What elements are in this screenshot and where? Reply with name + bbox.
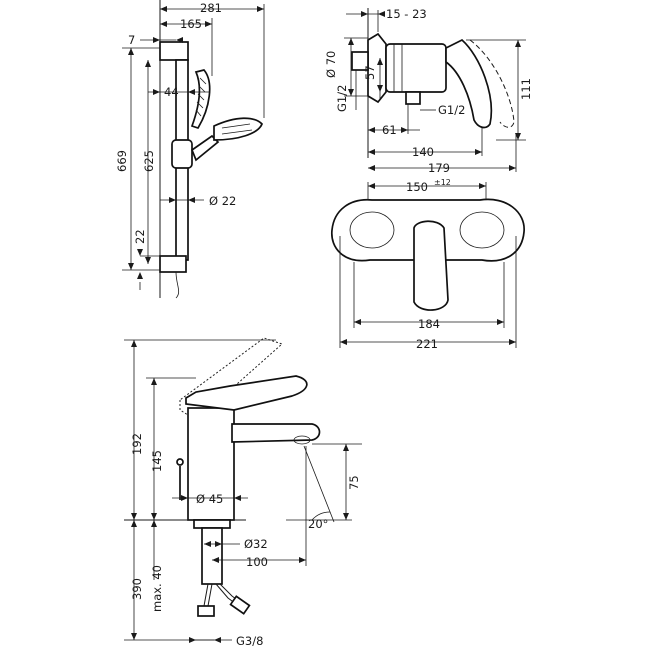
- dim-100: 100: [246, 555, 268, 569]
- mixer-handle: [445, 38, 493, 129]
- dim-179: 179: [428, 161, 450, 175]
- dim-61: 61: [382, 123, 397, 137]
- dim-111: 111: [519, 78, 533, 100]
- dim-140: 140: [412, 145, 434, 159]
- dim-625: 625: [142, 150, 156, 172]
- outlet-connector: [405, 91, 421, 105]
- dim-spout-angle: 20°: [308, 517, 328, 531]
- basin-mixer-spout: [231, 423, 321, 443]
- dim-deck-thickness: max. 40: [150, 565, 164, 612]
- dim-150: 150: [406, 180, 428, 194]
- dim-281: 281: [200, 1, 222, 15]
- mounting-shank: [201, 527, 223, 585]
- mixer-body: [385, 43, 447, 93]
- dim-184: 184: [418, 317, 440, 331]
- shower-head: [213, 117, 263, 141]
- dim-390: 390: [130, 578, 144, 600]
- dim-44: 44: [164, 85, 179, 99]
- dim-150-tolerance: ±12: [434, 178, 451, 187]
- dim-rosette-diameter: Ø 70: [324, 51, 338, 78]
- dim-rail-diameter: Ø 22: [209, 194, 236, 208]
- top-wall-bracket: [159, 41, 189, 61]
- dim-221: 221: [416, 337, 438, 351]
- dim-g12-right: G1/2: [438, 103, 465, 117]
- dim-hole-diameter: Ø32: [244, 537, 268, 551]
- mixer-lever-front: [413, 220, 449, 311]
- bottom-wall-bracket: [159, 255, 187, 273]
- hose-nut-right: [229, 595, 251, 615]
- dim-165: 165: [180, 17, 202, 31]
- basin-mixer: 192 145 Ø 45 75 20° Ø32 100: [124, 337, 362, 648]
- dim-669: 669: [115, 150, 129, 172]
- hand-shower: [190, 69, 211, 130]
- shower-mixer-side-view: 15 - 23 Ø 70 57 G1/2 G1/2 61 140: [324, 7, 533, 175]
- shower-rail-set: 281 165 7 44 Ø 22 669 625: [115, 0, 265, 299]
- dim-g12-left: G1/2: [335, 85, 349, 112]
- shower-mixer-front-view: 150 ±12 184 221: [331, 178, 525, 351]
- dim-75: 75: [347, 475, 361, 490]
- dim-145: 145: [150, 450, 164, 472]
- dim-hose-thread: G3/8: [236, 634, 263, 648]
- inlet-fitting: [351, 51, 369, 71]
- dim-192: 192: [130, 433, 144, 455]
- hose-nut-left: [197, 605, 215, 617]
- dim-body-diameter: Ø 45: [196, 492, 223, 506]
- dim-projection-range: 15 - 23: [386, 7, 427, 21]
- dim-57: 57: [363, 65, 377, 80]
- basin-mixer-lever: [185, 375, 308, 411]
- dim-22: 22: [133, 229, 147, 244]
- dim-7: 7: [128, 33, 135, 47]
- rail-slider: [171, 139, 193, 169]
